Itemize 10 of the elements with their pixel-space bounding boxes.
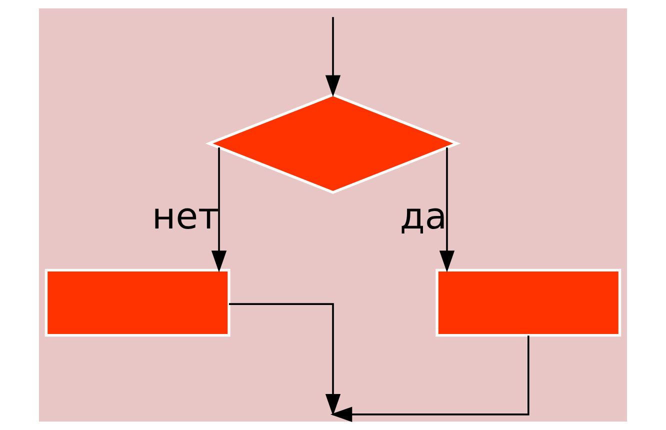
edge-label: нет (152, 194, 220, 238)
arrow (325, 17, 341, 97)
edge-label: да (400, 194, 448, 238)
node-diamond (205, 93, 461, 194)
node-box (436, 268, 622, 337)
node-box (44, 268, 230, 337)
arrow (211, 147, 227, 272)
arrow (439, 147, 455, 272)
arrow (229, 303, 341, 416)
arrow (330, 336, 530, 422)
